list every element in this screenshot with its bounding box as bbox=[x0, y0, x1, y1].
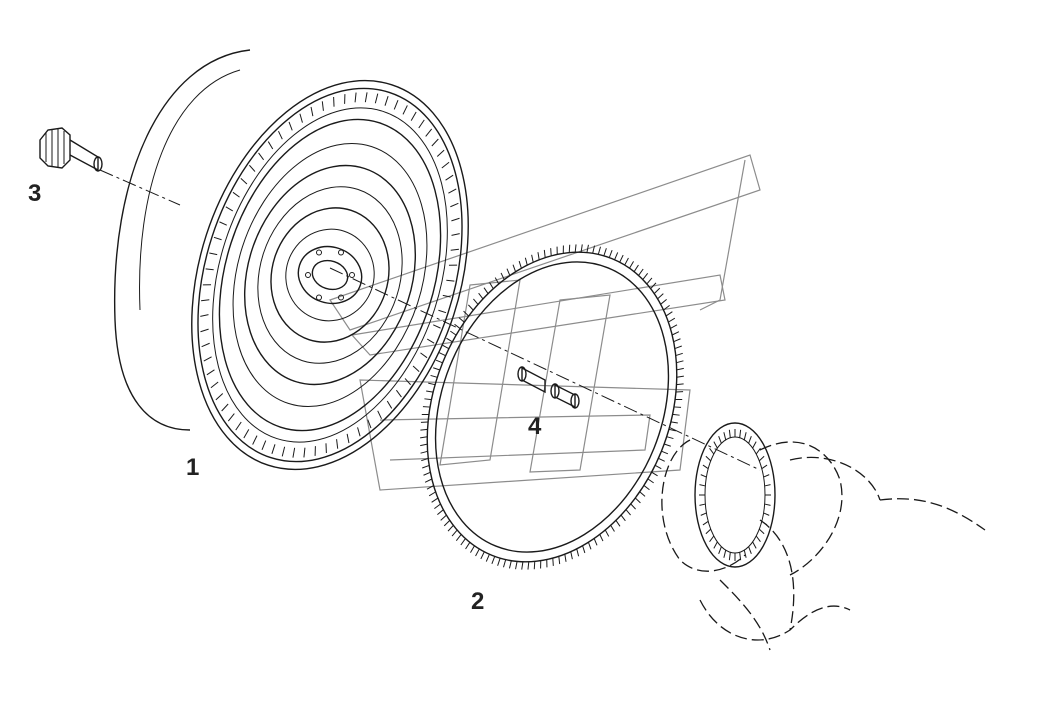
crankshaft-icon bbox=[661, 422, 986, 651]
converter-ring-teeth bbox=[200, 92, 460, 458]
callout-2: 2 bbox=[471, 588, 485, 615]
callout-1: 1 bbox=[186, 454, 200, 481]
flex-plate-ring-gear-icon bbox=[420, 244, 684, 570]
bolt-icon bbox=[39, 127, 103, 172]
callout-3: 3 bbox=[28, 180, 42, 207]
converter-hub-holes bbox=[305, 249, 355, 301]
callout-4: 4 bbox=[528, 413, 542, 440]
brand-logo-watermark-icon bbox=[329, 154, 761, 491]
center-axis-line bbox=[99, 169, 761, 471]
torque-converter-icon bbox=[113, 49, 469, 471]
ring-gear-teeth bbox=[420, 244, 684, 570]
dowel-pin-icon bbox=[517, 366, 580, 409]
